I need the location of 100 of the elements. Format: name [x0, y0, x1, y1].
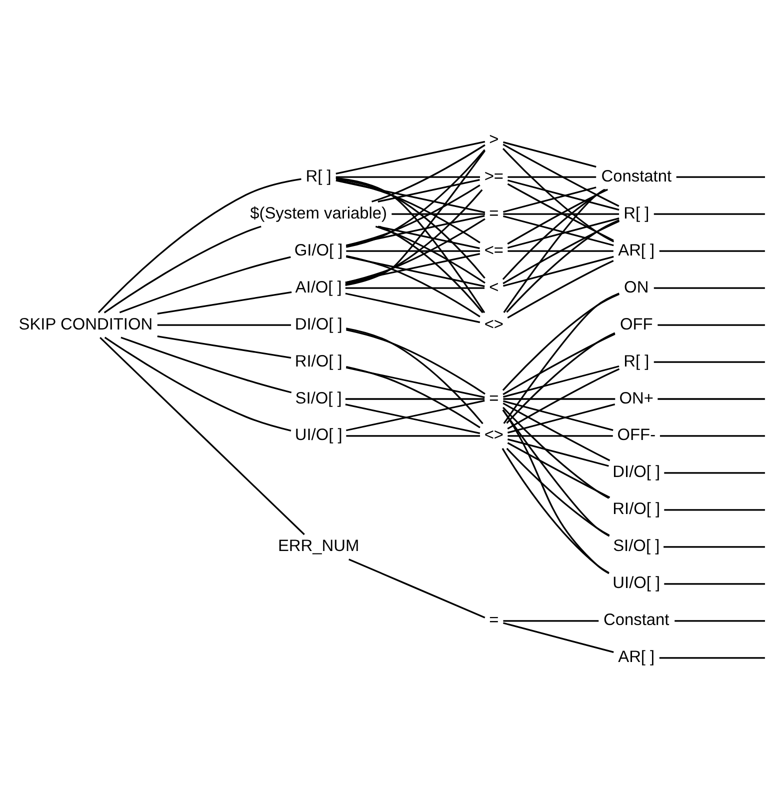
node-text: Constatnt	[600, 167, 672, 186]
node-text: R[ ]	[623, 352, 649, 370]
node-text: >	[488, 130, 498, 148]
connector	[506, 218, 619, 249]
connector	[502, 402, 610, 462]
connector	[344, 292, 480, 324]
connector	[676, 176, 764, 178]
connector	[345, 149, 485, 248]
node-text: SI/O[ ]	[612, 537, 660, 556]
connector	[118, 256, 290, 314]
connector	[104, 336, 291, 432]
node-text: DI/O[ ]	[294, 315, 342, 334]
connector	[344, 150, 485, 286]
connector	[346, 256, 484, 288]
connector	[506, 260, 614, 319]
connector	[664, 583, 764, 585]
connector	[344, 398, 484, 400]
connector	[502, 141, 596, 168]
connector	[346, 329, 485, 395]
connector	[502, 293, 619, 391]
node-text: R[ ]	[305, 167, 331, 186]
connector	[502, 186, 596, 213]
connector	[335, 178, 485, 279]
node-text: OFF	[619, 315, 652, 334]
node-text: OFF-	[616, 426, 656, 444]
connector	[506, 448, 610, 536]
connector	[658, 250, 764, 252]
node-text: ON	[624, 278, 648, 296]
connector	[506, 368, 620, 430]
connector	[506, 188, 608, 245]
connector	[502, 398, 615, 400]
node-text: UI/O[ ]	[294, 426, 342, 444]
connector	[97, 178, 301, 314]
connector	[506, 332, 615, 424]
node-text: <	[488, 278, 498, 296]
connector	[335, 176, 480, 178]
connector	[502, 622, 614, 654]
connector	[506, 438, 608, 467]
connector	[507, 176, 596, 178]
connector	[502, 213, 619, 215]
node-text: SKIP CONDITION	[18, 315, 152, 334]
connector	[344, 404, 480, 434]
node-text: RI/O[ ]	[612, 500, 660, 518]
connector	[371, 144, 485, 202]
connector	[506, 442, 610, 498]
connector	[335, 180, 485, 214]
connector	[502, 144, 619, 207]
connector	[653, 361, 764, 363]
connector	[663, 546, 764, 548]
connector	[658, 657, 764, 659]
connector	[502, 215, 614, 246]
connector	[344, 287, 484, 289]
node-text: >=	[484, 167, 504, 186]
connector	[664, 472, 764, 474]
connector	[674, 620, 764, 622]
node-text: AR[ ]	[618, 648, 654, 666]
connector	[657, 324, 764, 326]
connector	[346, 214, 484, 246]
connector	[506, 183, 614, 242]
node-text: $(System variable)	[250, 204, 387, 222]
connector	[502, 620, 598, 622]
connector	[506, 180, 619, 211]
connector	[502, 148, 614, 242]
connector	[653, 213, 764, 215]
connector	[506, 219, 619, 313]
connector	[507, 435, 612, 437]
connector	[346, 435, 480, 437]
node-text: =	[488, 204, 498, 222]
node-text: R[ ]	[623, 204, 649, 222]
connector	[346, 366, 480, 428]
connector	[336, 179, 480, 244]
connector	[502, 292, 619, 424]
node-text: SI/O[ ]	[294, 389, 342, 408]
connector	[377, 226, 480, 250]
connector	[374, 226, 485, 284]
connector	[502, 410, 610, 537]
connector	[653, 287, 764, 289]
connector	[156, 336, 291, 359]
connector	[156, 324, 290, 326]
node-text: DI/O[ ]	[612, 463, 660, 482]
connector	[502, 333, 615, 396]
node-text: RI/O[ ]	[294, 352, 342, 370]
connector	[346, 400, 484, 432]
node-text: ERR_NUM	[277, 537, 359, 556]
connector	[664, 509, 764, 511]
connector	[345, 328, 483, 424]
connector	[156, 291, 292, 315]
node-text: GI/O[ ]	[294, 241, 342, 260]
connector	[346, 366, 484, 398]
node-text: =	[488, 611, 498, 630]
connector	[346, 250, 480, 252]
connector	[344, 218, 485, 284]
connector	[501, 448, 609, 574]
connector	[391, 213, 484, 215]
connector	[346, 255, 480, 318]
connector	[502, 256, 614, 287]
connector	[659, 435, 764, 437]
connector	[502, 220, 620, 284]
connector	[502, 365, 619, 398]
node-text: AI/O[ ]	[294, 278, 342, 296]
